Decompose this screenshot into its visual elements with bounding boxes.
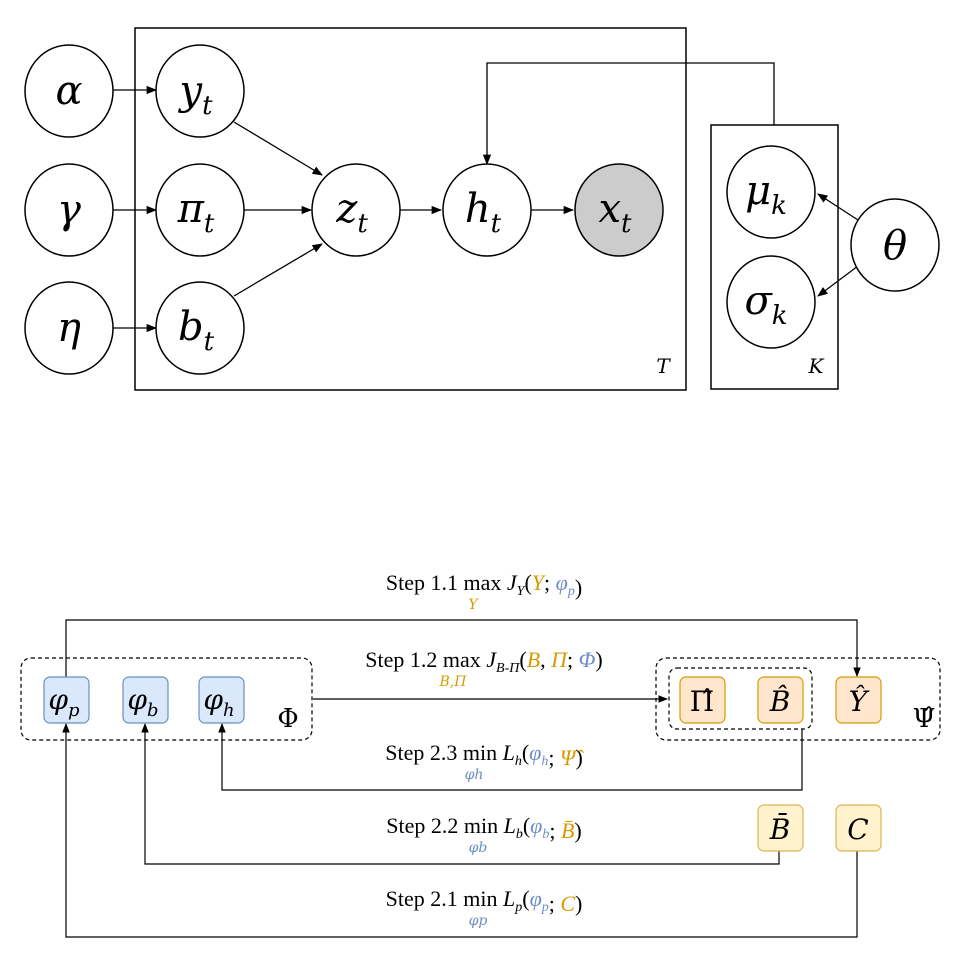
b-bar-label: B̄ [769, 812, 791, 846]
edge-step-2-3 [218, 723, 803, 791]
svg-text:zt: zt [335, 186, 368, 239]
node-mu: μk [726, 145, 816, 239]
edge-b-z [233, 243, 323, 297]
node-eta: η [24, 281, 114, 375]
plate-cluster-label: K [808, 354, 825, 378]
flow-edges [62, 619, 861, 938]
training-flow: φp φb φh Φ Π̂ B̂ Ŷ Ψ̂ B̄ [20, 570, 941, 938]
node-mu-sub: k [771, 191, 787, 221]
edge-step-2-2 [141, 723, 780, 865]
node-y-sub: t [202, 91, 213, 121]
y-hat-label: Ŷ [849, 685, 870, 718]
node-b-sub: t [204, 327, 215, 357]
node-sigma: σk [726, 255, 816, 349]
node-sigma-sub: k [772, 301, 788, 331]
node-x-observed: xt [574, 163, 664, 257]
step-2-1-label: Step 2.1 min Lp(φp; C)φp [386, 886, 583, 929]
step-2-2-label: Step 2.2 min Lb(φb; B̄)φb [386, 813, 582, 856]
pi-b-subgroup [668, 667, 813, 730]
step-s11-text: Step 1.1 max JY(Y; φp) [386, 570, 582, 600]
reference-b-bar: B̄ [757, 804, 804, 852]
phi-b-base: φ [127, 683, 147, 716]
step-s23-subscript: φh [465, 767, 484, 783]
phi-h-base: φ [203, 683, 223, 716]
svg-text:xt: xt [598, 186, 632, 239]
phi-group [20, 657, 313, 741]
svg-text:μk: μk [745, 168, 787, 221]
phi-group-label: Φ [277, 704, 298, 734]
node-b-base: b [178, 304, 204, 350]
pi-hat-label: Π̂ [690, 685, 714, 718]
edge-theta-mu [817, 193, 859, 221]
step-1-2-label: Step 1.2 max JB-Π(B, Π; Φ)B,Π [365, 647, 602, 690]
node-gamma: γ [24, 163, 114, 257]
svg-text:σk: σk [744, 278, 787, 331]
node-b: bt [155, 281, 245, 375]
step-2-3-label: Step 2.3 min Lh(φh; Ψ̂)φh [385, 740, 584, 783]
node-h-base: h [465, 186, 491, 232]
edge-step-2-1 [62, 723, 858, 938]
plate-time [134, 27, 687, 391]
svg-text:φp: φp [48, 683, 80, 721]
param-phi-b: φb [122, 676, 169, 724]
node-theta: θ [850, 198, 940, 292]
node-y: yt [155, 44, 245, 138]
phi-h-sub: h [223, 700, 235, 721]
node-gamma-label: γ [57, 187, 81, 233]
edge-theta-sigma [817, 265, 859, 297]
node-z-sub: t [357, 209, 368, 239]
pgm-edges [113, 62, 859, 333]
svg-text:φb: φb [127, 683, 158, 721]
node-h-sub: t [491, 209, 502, 239]
node-mu-base: μ [745, 168, 771, 214]
step-s23-text: Step 2.3 min Lh(φh; Ψ̂) [385, 740, 584, 770]
node-h: ht [442, 163, 532, 257]
param-phi-p: φp [43, 676, 90, 724]
svg-text:πt: πt [177, 186, 215, 239]
phi-b-sub: b [147, 700, 159, 721]
node-pi-sub: t [204, 209, 215, 239]
node-alpha-label: α [55, 68, 82, 114]
edge-cluster-h [482, 62, 775, 166]
psi-hat-group-label: Ψ̂ [913, 704, 936, 734]
step-s22-subscript: φb [469, 840, 488, 856]
step-1-1-label: Step 1.1 max JY(Y; φp)Y [386, 570, 582, 613]
step-s12-subscript: B,Π [439, 674, 468, 690]
node-y-base: y [177, 68, 203, 114]
node-alpha: α [24, 44, 114, 138]
svg-text:ht: ht [465, 186, 502, 239]
plate-time-label: T [656, 354, 671, 378]
node-eta-label: η [57, 305, 81, 351]
node-x-base: x [598, 186, 621, 232]
estimate-y-hat: Ŷ [835, 676, 882, 724]
param-phi-h: φh [198, 676, 245, 724]
node-pi-base: π [177, 186, 205, 232]
step-s12-text: Step 1.2 max JB-Π(B, Π; Φ) [365, 647, 602, 676]
node-theta-label: θ [883, 223, 907, 269]
step-s11-subscript: Y [468, 597, 479, 613]
estimate-pi-hat: Π̂ [679, 676, 726, 724]
step-s22-text: Step 2.2 min Lb(φb; B̄) [386, 813, 582, 843]
phi-p-base: φ [48, 683, 68, 716]
node-z: zt [311, 163, 401, 257]
estimate-b-hat: B̂ [757, 676, 804, 724]
c-label: C [847, 813, 868, 846]
node-x-sub: t [621, 209, 632, 239]
reference-c: C [835, 804, 882, 852]
node-pi: πt [155, 163, 245, 257]
svg-text:φh: φh [203, 683, 234, 721]
edge-step-1-1 [65, 619, 861, 680]
step-s21-subscript: φp [469, 913, 488, 929]
graphical-model: T K α γ η [24, 27, 940, 391]
node-z-base: z [335, 186, 358, 232]
edge-y-z [233, 121, 323, 176]
svg-text:bt: bt [178, 304, 215, 357]
phi-p-sub: p [68, 700, 80, 721]
b-hat-label: B̂ [769, 685, 791, 718]
node-sigma-base: σ [744, 278, 773, 324]
svg-text:yt: yt [177, 68, 213, 121]
step-s21-text: Step 2.1 min Lp(φp; C) [386, 886, 583, 916]
